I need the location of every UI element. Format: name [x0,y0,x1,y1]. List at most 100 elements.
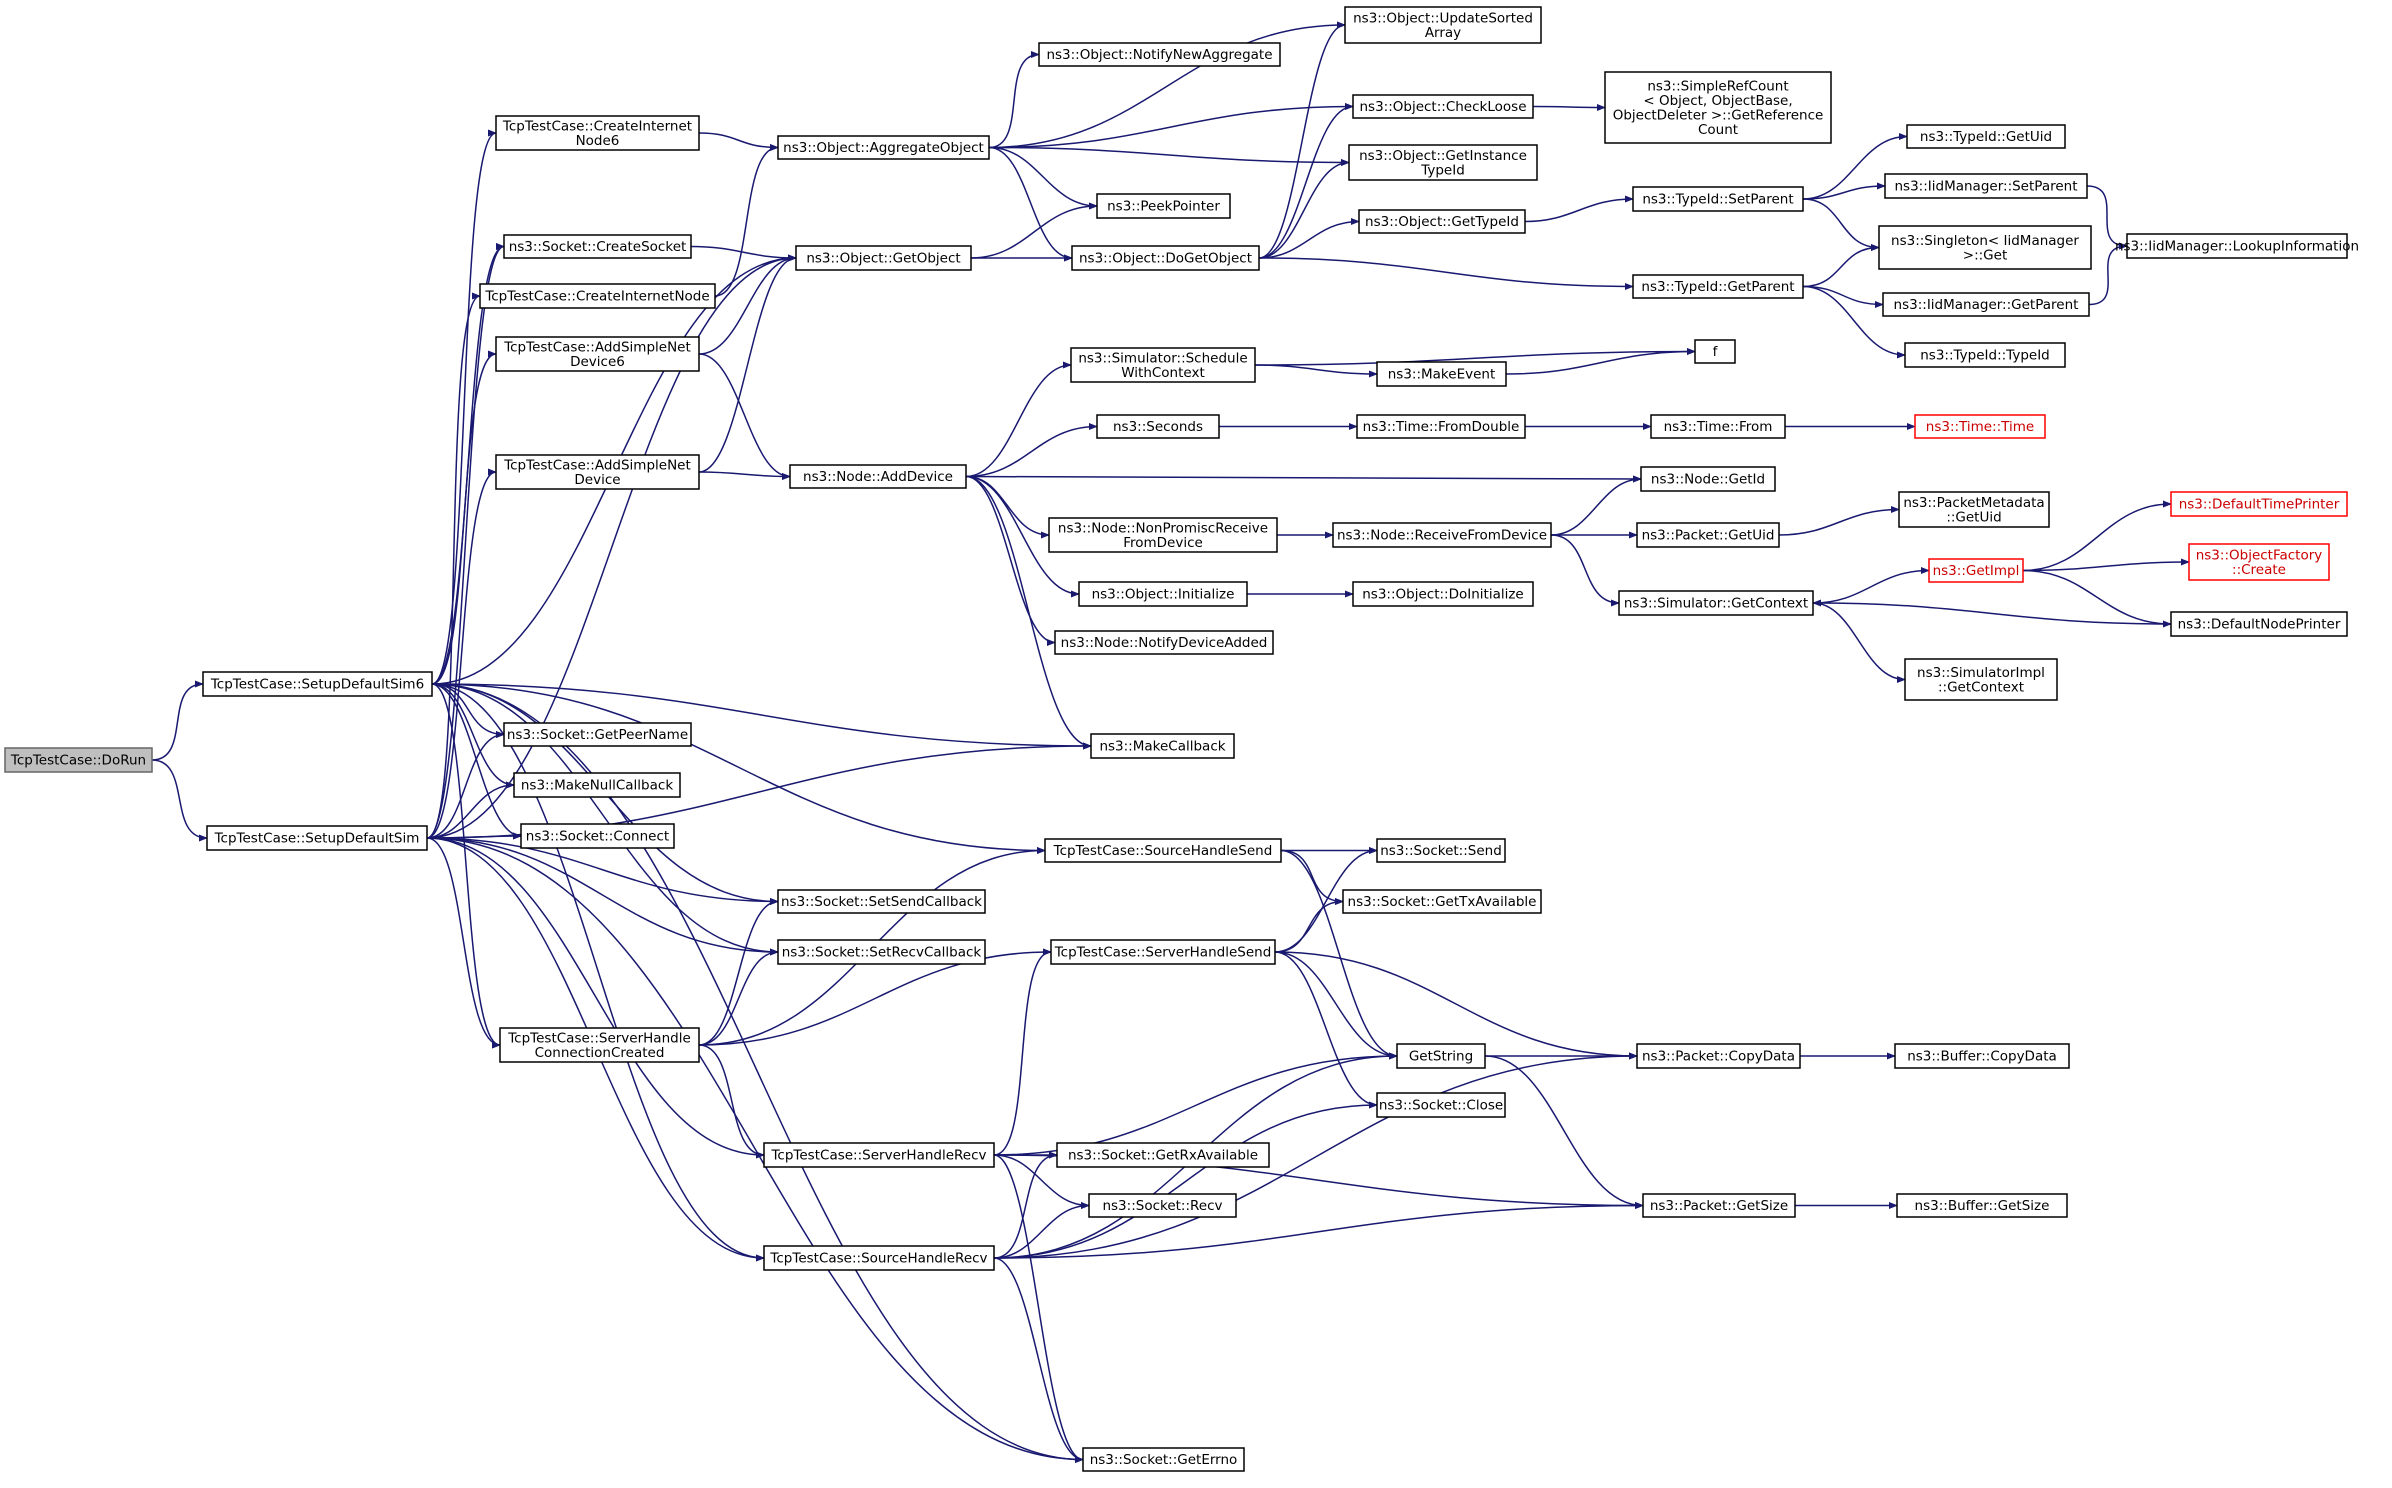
function-node-lookupinfo[interactable]: ns3::IidManager::LookupInformation [2115,233,2359,259]
function-node-label: TcpTestCase::ServerHandleRecv [770,1148,986,1164]
function-node-notifyagg[interactable]: ns3::Object::NotifyNewAggregate [1038,42,1281,67]
function-node-adddevice[interactable]: ns3::Node::AddDevice [789,464,967,489]
function-node-iidgetparent[interactable]: ns3::IidManager::GetParent [1882,292,2090,317]
function-node-setsendcb[interactable]: ns3::Socket::SetSendCallback [777,889,986,914]
call-edge-sourcerecv-to-close [993,1101,1378,1259]
function-node-setupsim[interactable]: TcpTestCase::SetupDefaultSim [206,825,428,851]
function-node-buffercopy[interactable]: ns3::Buffer::CopyData [1894,1043,2070,1069]
function-node-createinet[interactable]: TcpTestCase::CreateInternetNode [479,283,716,309]
function-node-f[interactable]: f [1694,339,1736,364]
function-node-packetgetuid[interactable]: ns3::Packet::GetUid [1636,522,1780,548]
function-node-singletonget[interactable]: ns3::Singleton< IidManager>::Get [1878,225,2092,270]
function-node-label: GetString [1409,1049,1473,1065]
function-node-setupsim6[interactable]: TcpTestCase::SetupDefaultSim6 [202,671,433,697]
function-node-label: Count [1698,122,1738,138]
function-node-typeidtypeid[interactable]: ns3::TypeId::TypeId [1904,342,2066,368]
function-node-serverconn[interactable]: TcpTestCase::ServerHandleConnectionCreat… [499,1027,700,1063]
function-node-recvfromdev[interactable]: ns3::Node::ReceiveFromDevice [1332,522,1552,548]
function-node-fromdouble[interactable]: ns3::Time::FromDouble [1356,414,1526,439]
function-node-makenullcb[interactable]: ns3::MakeNullCallback [513,772,681,798]
function-node-getimpl[interactable]: ns3::GetImpl [1928,558,2024,583]
function-node-label: ns3::Socket::Send [1380,843,1502,859]
call-edge-setupsim-to-serverrecv [426,837,765,1159]
function-node-defnodeprinter[interactable]: ns3::DefaultNodePrinter [2170,611,2348,637]
function-node-timetime[interactable]: ns3::Time::Time [1914,414,2046,439]
function-node-box [1054,630,1274,655]
function-node-createsocket[interactable]: ns3::Socket::CreateSocket [503,234,692,259]
function-node-setrecvcb[interactable]: ns3::Socket::SetRecvCallback [777,939,986,965]
call-edge-setupsim6-to-getpeername [431,683,505,739]
function-node-checkloose[interactable]: ns3::Object::CheckLoose [1352,94,1534,119]
function-node-box [1618,590,1814,616]
function-node-sourcesend[interactable]: TcpTestCase::SourceHandleSend [1044,838,1282,863]
function-node-objfactory[interactable]: ns3::ObjectFactory::Create [2188,543,2330,581]
function-node-label: ConnectionCreated [535,1045,665,1061]
function-node-box [1082,1447,1245,1472]
function-node-getparent[interactable]: ns3::TypeId::GetParent [1632,274,1804,299]
function-node-geterrno[interactable]: ns3::Socket::GetErrno [1082,1447,1245,1472]
function-node-serverrecv[interactable]: TcpTestCase::ServerHandleRecv [763,1142,995,1168]
function-node-label: ns3::SimulatorImpl [1917,665,2045,681]
call-edge-simgetctx-to-getimpl [1812,566,1930,604]
function-node-seconds[interactable]: ns3::Seconds [1096,414,1220,439]
function-node-refcount[interactable]: ns3::SimpleRefCount< Object, ObjectBase,… [1604,71,1832,144]
call-edge-dorun-to-setupsim [151,759,208,842]
function-node-label: ns3::TypeId::GetUid [1920,129,2052,145]
function-node-label: Array [1425,25,1461,41]
call-edge-setupsim-to-setrecvcb [426,837,779,956]
function-node-nodegetid[interactable]: ns3::Node::GetId [1640,466,1776,492]
function-node-getrxavail[interactable]: ns3::Socket::GetRxAvailable [1056,1142,1270,1168]
function-node-recv[interactable]: ns3::Socket::Recv [1088,1193,1237,1218]
function-node-dogetobject[interactable]: ns3::Object::DoGetObject [1071,245,1260,271]
function-node-makeevent[interactable]: ns3::MakeEvent [1376,361,1507,387]
function-node-close[interactable]: ns3::Socket::Close [1376,1092,1506,1118]
function-node-send[interactable]: ns3::Socket::Send [1376,838,1506,863]
function-node-serversend[interactable]: TcpTestCase::ServerHandleSend [1050,939,1276,965]
function-node-getpeername[interactable]: ns3::Socket::GetPeerName [503,722,692,747]
function-node-label: ns3::Seconds [1113,419,1203,435]
function-node-label: ns3::DefaultTimePrinter [2179,497,2340,513]
function-node-typeidgetuid[interactable]: ns3::TypeId::GetUid [1906,124,2066,149]
function-node-buffersize[interactable]: ns3::Buffer::GetSize [1896,1193,2068,1218]
function-node-box [763,1245,995,1271]
function-node-box [1894,1043,2070,1069]
function-node-notifydevadded[interactable]: ns3::Node::NotifyDeviceAdded [1054,630,1274,655]
function-node-setparent[interactable]: ns3::TypeId::SetParent [1632,186,1804,212]
function-node-initialize[interactable]: ns3::Object::Initialize [1078,581,1248,607]
function-node-label: ::GetUid [1946,509,2001,525]
function-node-box [1896,1193,2068,1218]
function-node-simgetctx[interactable]: ns3::Simulator::GetContext [1618,590,1814,616]
function-node-label: ns3::Object::CheckLoose [1359,99,1526,115]
function-node-deftimeprinter[interactable]: ns3::DefaultTimePrinter [2170,491,2348,517]
function-node-objgettypeid[interactable]: ns3::Object::GetTypeId [1358,209,1526,234]
function-node-getstring[interactable]: GetString [1396,1043,1486,1069]
function-node-label: ns3::MakeNullCallback [521,778,673,794]
function-node-copydata[interactable]: ns3::Packet::CopyData [1636,1043,1801,1069]
call-edge-setupsim6-to-setrecvcb [431,683,779,956]
function-node-getobject[interactable]: ns3::Object::GetObject [795,245,972,271]
function-node-packetgetsize[interactable]: ns3::Packet::GetSize [1642,1193,1796,1218]
function-node-label: ns3::TypeId::TypeId [1920,348,2050,364]
function-node-doinitialize[interactable]: ns3::Object::DoInitialize [1352,581,1534,607]
function-node-dorun[interactable]: TcpTestCase::DoRun [4,747,153,773]
function-node-iidsetparent[interactable]: ns3::IidManager::SetParent [1884,173,2088,199]
function-node-metagetuid[interactable]: ns3::PacketMetadata::GetUid [1898,491,2050,528]
function-node-makecallback[interactable]: ns3::MakeCallback [1090,733,1235,759]
function-node-aggregate[interactable]: ns3::Object::AggregateObject [777,135,990,160]
function-node-timefrom[interactable]: ns3::Time::From [1650,414,1786,439]
function-node-sourcerecv[interactable]: TcpTestCase::SourceHandleRecv [763,1245,995,1271]
function-node-connect[interactable]: ns3::Socket::Connect [520,823,675,849]
call-edge-addsimple6-to-adddevice [698,353,791,481]
function-node-simimplctx[interactable]: ns3::SimulatorImpl::GetContext [1904,658,2058,701]
function-node-gettxavail[interactable]: ns3::Socket::GetTxAvailable [1342,889,1542,914]
call-edge-aggregate-to-dogetobject [988,146,1073,262]
function-node-label: f [1713,344,1719,360]
function-node-peekpointer[interactable]: ns3::PeekPointer [1096,193,1231,219]
